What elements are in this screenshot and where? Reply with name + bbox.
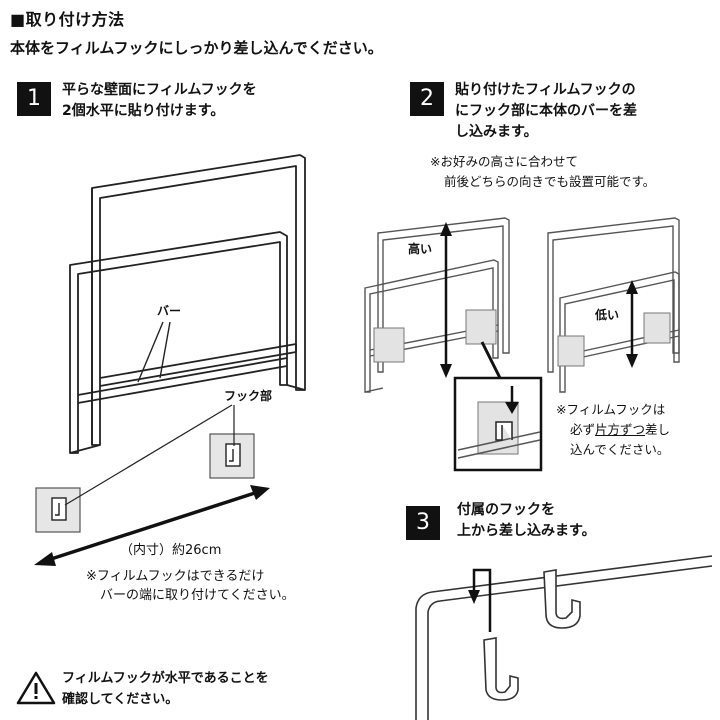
label-low: 低い — [595, 308, 620, 322]
step2-text-line3: し込みます。 — [455, 124, 538, 140]
zoom-pointer — [480, 341, 502, 379]
accessory-hook-installed — [543, 569, 581, 629]
step2-film-hook-b — [465, 309, 497, 345]
section-subtitle: 本体をフィルムフックにしっかり差し込んでください。 — [10, 39, 383, 57]
step2-note: ※お好みの高さに合わせて 前後どちらの向きでも設置可能です。 — [430, 152, 655, 192]
insert-arrow — [468, 568, 492, 632]
step2-stand-high — [364, 217, 510, 393]
step2-text: 貼り付けたフィルムフックの にフック部に本体のバーを差 し込みます。 — [455, 80, 637, 143]
dimension-arrow — [34, 485, 270, 566]
film-hook-right — [209, 433, 255, 479]
step2-number: 2 — [410, 82, 444, 116]
label-high: 高い — [408, 242, 433, 256]
step1-note: ※フィルムフックはできるだけ バーの端に取り付けてください。 — [86, 567, 295, 605]
step1-text: 平らな壁面にフィルムフックを 2個水平に貼り付けます。 — [62, 80, 257, 122]
step2-film-hook-a — [373, 327, 405, 363]
underlined-emphasis: 片方ずつ — [595, 422, 646, 437]
step1-bar — [77, 343, 297, 404]
step2-text-line1: 貼り付けたフィルムフックの — [455, 82, 636, 98]
step3-text: 付属のフックを 上から差し込みます。 — [457, 500, 596, 542]
step3-frame — [415, 555, 713, 720]
step1-stand-front-frame — [69, 231, 288, 454]
step2-hook-note: ※フィルムフックは 必ず片方ずつ差し 込んでください。 — [556, 400, 670, 460]
step1-text-line1: 平らな壁面にフィルムフックを — [62, 82, 257, 98]
step3-text-line1: 付属のフックを — [457, 502, 555, 518]
warning-text-line2: 確認してください。 — [62, 692, 179, 707]
label-hook: フック部 — [224, 389, 273, 403]
step2-note-line2: 前後どちらの向きでも設置可能です。 — [444, 174, 656, 189]
step2-text-line2: にフック部に本体のバーを差 — [455, 103, 637, 119]
step1-note-line2: バーの端に取り付けてください。 — [100, 588, 295, 603]
step3-number: 3 — [406, 506, 440, 540]
step2-hook-note-line1: ※フィルムフックは — [556, 402, 666, 417]
step1-text-line2: 2個水平に貼り付けます。 — [62, 103, 225, 119]
step2-hook-note-line3: 込んでください。 — [570, 442, 670, 457]
step2-hook-note-line2: 必ず片方ずつ差し — [570, 422, 671, 437]
step2-film-hook-d — [643, 312, 671, 344]
accessory-hook-inserting — [483, 637, 519, 701]
step3-text-line2: 上から差し込みます。 — [457, 523, 596, 539]
label-bar: バー — [157, 304, 182, 318]
section-title: ■取り付け方法 — [10, 10, 125, 29]
high-arrow — [440, 222, 452, 378]
zoom-detail-box — [453, 376, 543, 472]
step2-note-line1: ※お好みの高さに合わせて — [430, 154, 578, 169]
film-hook-left — [35, 487, 81, 533]
step1-note-line1: ※フィルムフックはできるだけ — [86, 569, 265, 584]
dimension-label: （内寸）約26cm — [120, 543, 222, 558]
step2-film-hook-c — [557, 335, 585, 367]
step1-stand-back-frame — [91, 154, 306, 446]
warning-text-line1: フィルムフックが水平であることを — [62, 671, 269, 686]
low-arrow — [626, 280, 638, 368]
warning-icon — [16, 671, 56, 705]
warning-text: フィルムフックが水平であることを 確認してください。 — [62, 668, 269, 710]
step1-number: 1 — [17, 82, 51, 116]
